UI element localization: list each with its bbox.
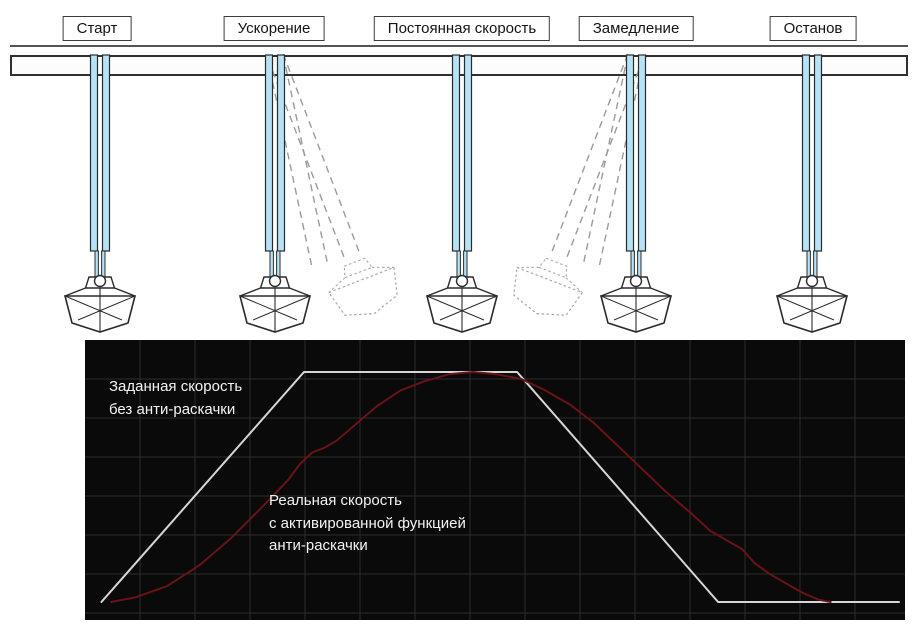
phase-label-constant-speed: Постоянная скорость: [373, 16, 551, 41]
real-speed-annotation: Реальная скорость с активированной функц…: [269, 492, 466, 554]
real-speed-curve: [110, 371, 832, 603]
sway-ghost-mast-icon: [582, 54, 645, 267]
phase-label-acceleration: Ускорение: [223, 16, 325, 41]
phase-label-start: Старт: [62, 16, 132, 41]
phase-label-deceleration: Замедление: [578, 16, 694, 41]
speed-chart-canvas: [85, 340, 905, 620]
sway-ghost-grab-icon: [503, 249, 590, 327]
set-speed-annotation: Заданная скорость без анти-раскачки: [109, 378, 243, 418]
phase-label-stop: Останов: [769, 16, 857, 41]
crane-trolley-grab-icon: [776, 54, 848, 333]
rail-top-line: [10, 45, 908, 47]
crane-stop: [776, 54, 848, 333]
set-speed-curve: [100, 371, 900, 603]
speed-chart: Заданная скорость без анти-раскачки Реал…: [85, 340, 905, 620]
